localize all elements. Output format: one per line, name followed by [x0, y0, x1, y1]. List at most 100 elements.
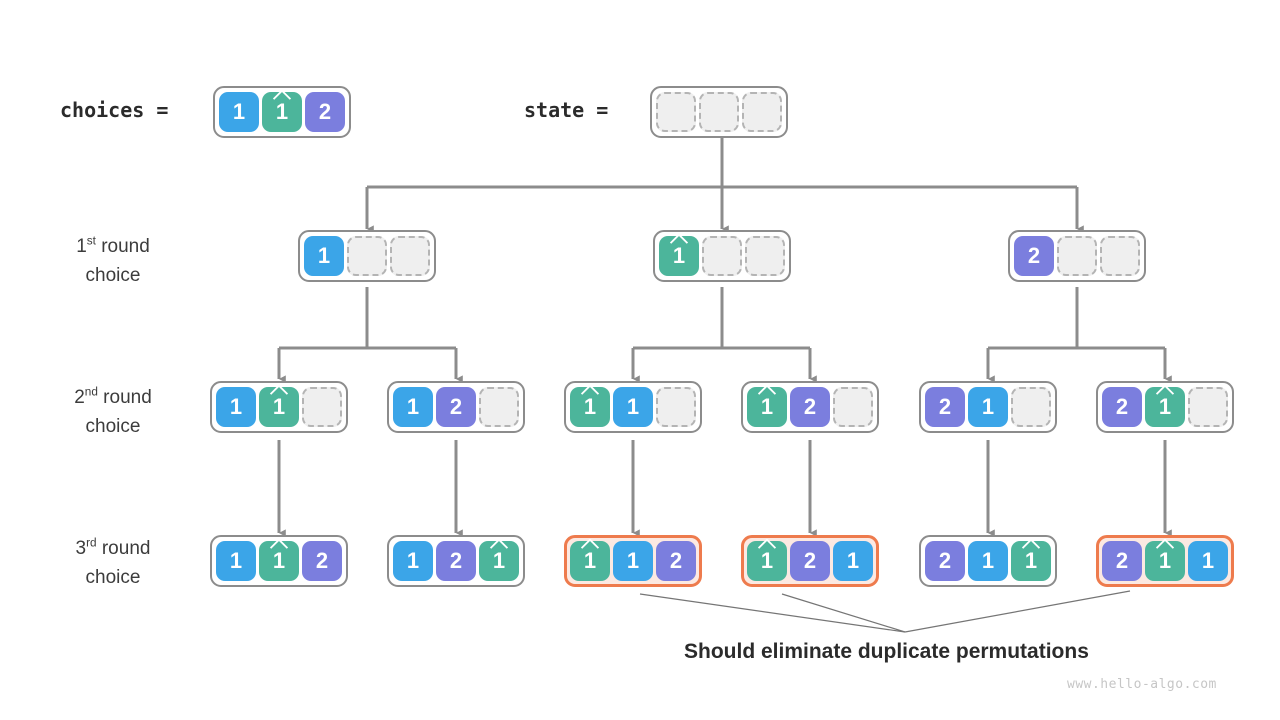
L3N6-cell-1: 1 [1145, 541, 1185, 581]
L2N1-cell-2 [302, 387, 342, 427]
choices-label: choices = [60, 98, 169, 122]
tree-node-L1N3: 2 [1008, 230, 1146, 282]
L3N4-cell-0: 1 [747, 541, 787, 581]
L3N2-cell-0: 1 [393, 541, 433, 581]
L1N1-cell-2 [390, 236, 430, 276]
value: 1 [232, 99, 246, 124]
value: 2 [449, 394, 463, 419]
value: 2 [315, 548, 329, 573]
value: 1 [1201, 548, 1215, 573]
L1N2-cell-2 [745, 236, 785, 276]
value: 2 [803, 548, 817, 573]
value: 1 [626, 394, 640, 419]
round-label-line1: 2nd round [74, 385, 152, 408]
L2N3-cell-1: 1 [613, 387, 653, 427]
state-cell-1 [699, 92, 739, 132]
L3N3-cell-0: 1 [570, 541, 610, 581]
L2N3-cell-0: 1 [570, 387, 610, 427]
L2N1-cell-1: 1 [259, 387, 299, 427]
round-label-1st: 1st round choice [28, 232, 198, 291]
L3N2-cell-2: 1 [479, 541, 519, 581]
value: 1 [229, 548, 243, 573]
L3N3-cell-1: 1 [613, 541, 653, 581]
value-with-hat: 1 [1158, 394, 1172, 419]
state-cell-2 [742, 92, 782, 132]
choices-cell-0: 1 [219, 92, 259, 132]
value: 1 [317, 243, 331, 268]
round-label-line1: 3rd round [75, 536, 151, 559]
L3N1-cell-2: 2 [302, 541, 342, 581]
value-with-hat: 1 [1024, 548, 1038, 573]
value-with-hat: 1 [583, 394, 597, 419]
L3N4-cell-1: 2 [790, 541, 830, 581]
round-label-2nd: 2nd round choice [28, 383, 198, 442]
L2N4-cell-1: 2 [790, 387, 830, 427]
value: 2 [1115, 394, 1129, 419]
L3N5-cell-0: 2 [925, 541, 965, 581]
L1N2-cell-0: 1 [659, 236, 699, 276]
choices-cell-1: 1 [262, 92, 302, 132]
L2N5-cell-1: 1 [968, 387, 1008, 427]
L3N4-cell-2: 1 [833, 541, 873, 581]
value-with-hat: 1 [760, 394, 774, 419]
L3N5-cell-1: 1 [968, 541, 1008, 581]
round-label-line2: choice [85, 416, 141, 438]
value: 2 [318, 99, 332, 124]
value: 2 [669, 548, 683, 573]
ordinal-suffix: st [86, 234, 96, 248]
L3N6-cell-0: 2 [1102, 541, 1142, 581]
value-with-hat: 1 [272, 548, 286, 573]
round-label-3rd: 3rd round choice [28, 534, 198, 593]
watermark: www.hello-algo.com [1067, 677, 1217, 692]
tree-node-L3N1: 1 1 2 [210, 535, 348, 587]
value: 1 [981, 394, 995, 419]
L1N3-cell-2 [1100, 236, 1140, 276]
L1N3-cell-1 [1057, 236, 1097, 276]
L2N6-cell-2 [1188, 387, 1228, 427]
L2N1-cell-0: 1 [216, 387, 256, 427]
value-with-hat: 1 [672, 243, 686, 268]
L3N6-cell-2: 1 [1188, 541, 1228, 581]
L2N2-cell-2 [479, 387, 519, 427]
value: 2 [449, 548, 463, 573]
value: 1 [406, 394, 420, 419]
ordinal-suffix: rd [86, 536, 97, 550]
value-with-hat: 1 [583, 548, 597, 573]
value: 2 [938, 394, 952, 419]
round-label-line1: 1st round [76, 234, 150, 257]
round-label-line2: choice [85, 265, 141, 287]
L1N3-cell-0: 2 [1014, 236, 1054, 276]
L2N2-cell-0: 1 [393, 387, 433, 427]
tree-node-L1N1: 1 [298, 230, 436, 282]
L2N2-cell-1: 2 [436, 387, 476, 427]
value-with-hat: 1 [1158, 548, 1172, 573]
value: 2 [803, 394, 817, 419]
value-with-hat: 1 [760, 548, 774, 573]
L3N5-cell-2: 1 [1011, 541, 1051, 581]
ordinal-suffix: nd [84, 385, 98, 399]
value: 1 [626, 548, 640, 573]
L1N2-cell-1 [702, 236, 742, 276]
state-label: state = [524, 98, 609, 122]
caption-text: Should eliminate duplicate permutations [684, 640, 1089, 663]
round-label-line2: choice [85, 567, 141, 589]
value: 2 [938, 548, 952, 573]
L3N3-cell-2: 2 [656, 541, 696, 581]
L2N6-cell-0: 2 [1102, 387, 1142, 427]
value-with-hat: 1 [492, 548, 506, 573]
L2N4-cell-0: 1 [747, 387, 787, 427]
state-array [650, 86, 788, 138]
value-with-hat: 1 [272, 394, 286, 419]
